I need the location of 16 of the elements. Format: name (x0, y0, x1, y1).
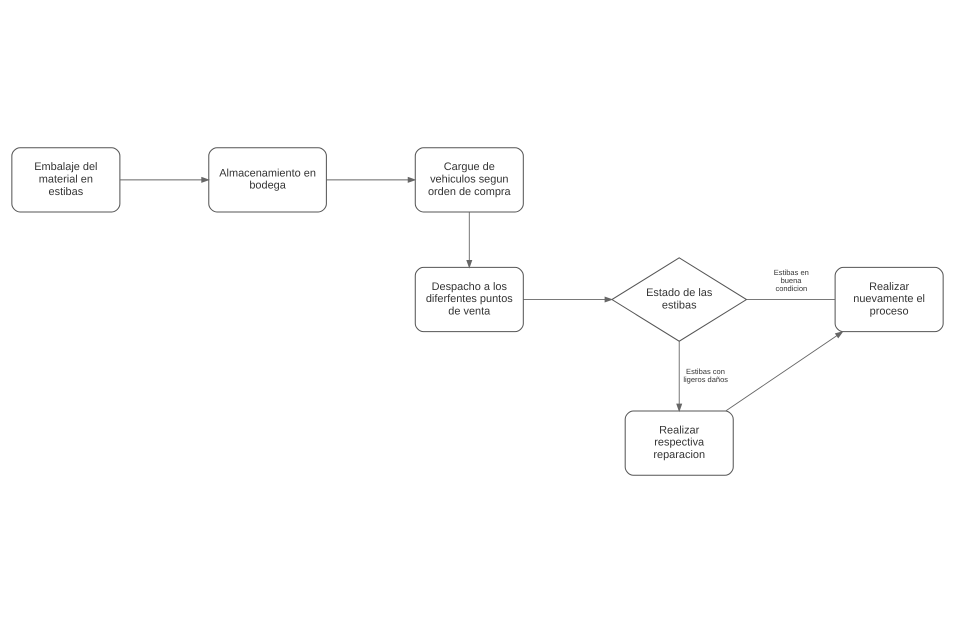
arrow (676, 340, 682, 412)
arrow (120, 176, 210, 183)
arrow (725, 331, 844, 412)
edge-label: Estibas con ligeros daños (683, 366, 728, 384)
node-box: Almacenamiento en bodega (208, 147, 327, 213)
edge-label: Estibas en buena condicion (774, 268, 809, 294)
node-box: Realizar respectiva reparacion (624, 410, 734, 476)
node-diamond: Estado de las estibas (610, 257, 748, 342)
arrow (522, 296, 614, 303)
node-box: Despacho a los diferfentes puntos de venta (414, 266, 524, 332)
node-box: Realizar nuevamente el proceso (834, 266, 944, 332)
node-box: Embalaje del material en estibas (11, 147, 120, 213)
arrow (326, 176, 416, 183)
node-box: Cargue de vehiculos segun orden de compra (414, 147, 524, 213)
connector (746, 299, 836, 300)
arrow (466, 212, 472, 269)
